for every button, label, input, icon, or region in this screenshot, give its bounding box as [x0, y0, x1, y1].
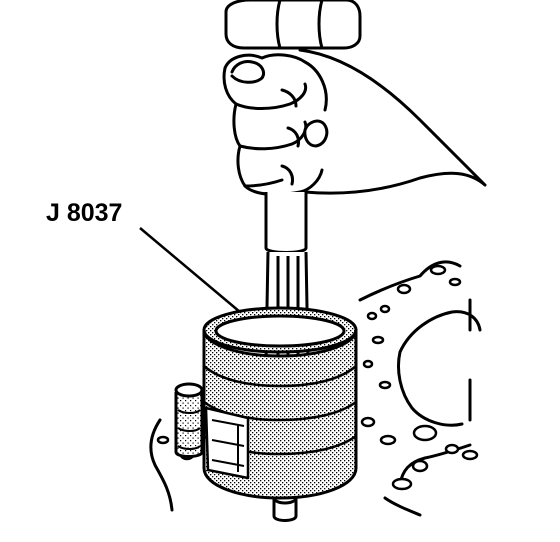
bolt-hole [366, 311, 378, 321]
ratchet-knob [174, 392, 204, 458]
bolt-hole [429, 264, 447, 276]
callout: J 8037 [46, 199, 241, 313]
ring-compressor-tool [174, 306, 358, 500]
bolt-hole [391, 477, 413, 491]
forearm [298, 48, 487, 195]
bolt-hole [362, 359, 374, 369]
hammer-head [224, 0, 362, 50]
palm-and-fingers [222, 53, 328, 196]
ratchet-knob-grooves [177, 409, 201, 450]
index-tip [303, 119, 329, 148]
bolt-hole [396, 283, 412, 295]
bolt-hole [379, 434, 397, 446]
bolt-hole [378, 380, 392, 390]
finger-creases [234, 82, 308, 188]
bolt-hole [461, 449, 479, 461]
ratchet-knob-top [174, 382, 204, 398]
callout-leader-line [139, 227, 241, 313]
hammer [224, 0, 362, 50]
bolt-hole [448, 277, 462, 287]
bolt-hole [444, 443, 460, 455]
thumb [230, 60, 266, 84]
cylinder-block-deck [149, 260, 482, 517]
handle-upper [264, 192, 308, 254]
deck-holes [156, 264, 479, 491]
bolt-hole [156, 435, 170, 445]
tool-callout-label: J 8037 [46, 199, 122, 227]
knuckle-detail [280, 88, 300, 186]
bolt-hole [371, 335, 385, 345]
adjacent-bore-edge [397, 310, 482, 427]
bolt-hole [412, 424, 438, 442]
bolt-hole [411, 459, 429, 473]
bolt-hole [360, 416, 376, 428]
hand [222, 48, 487, 196]
hammer-head-bands [275, 0, 324, 49]
compressor-top-opening [214, 314, 346, 348]
bolt-hole [379, 304, 391, 314]
latch-plate-detail [211, 419, 245, 472]
